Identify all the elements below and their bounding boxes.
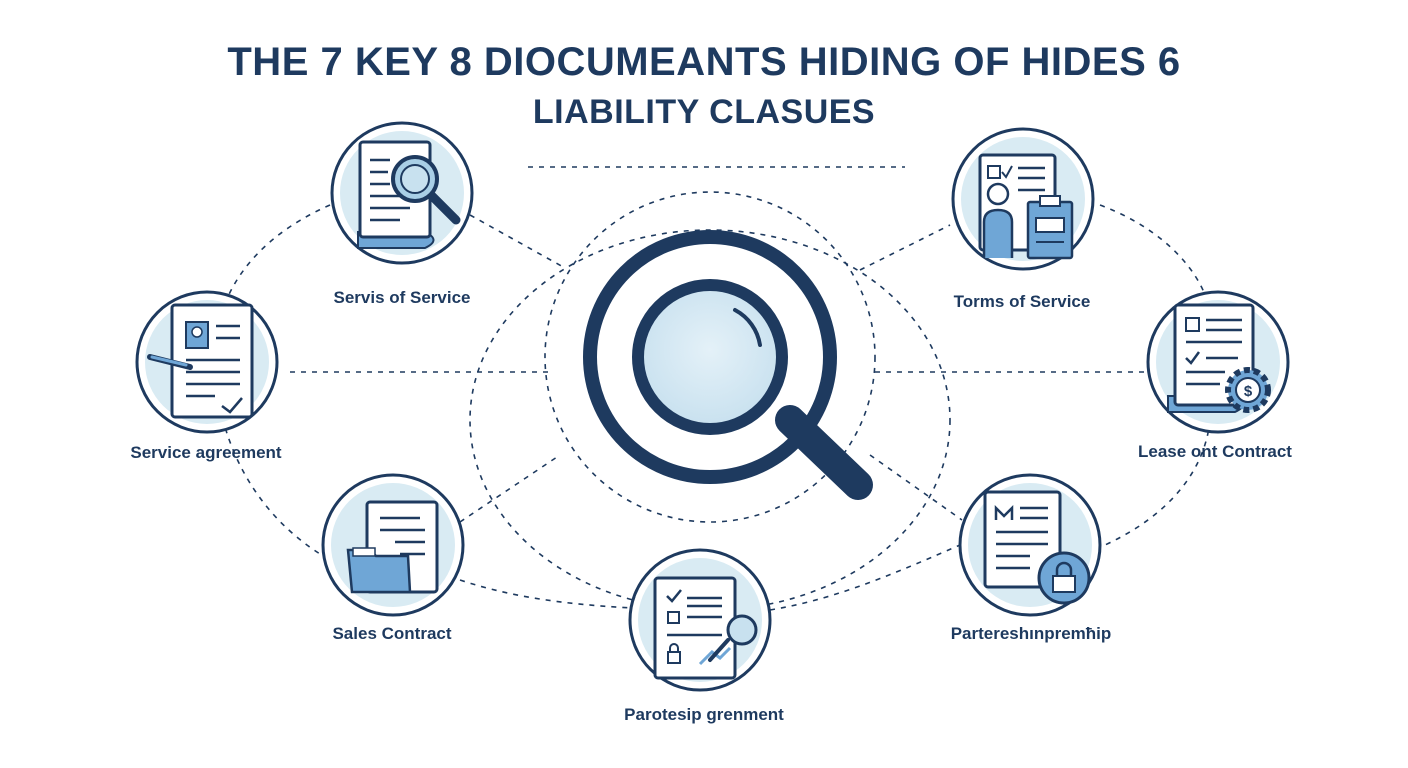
document-folder-icon [346,500,439,594]
connector-top-right [859,224,951,271]
document-lock-icon [983,490,1091,605]
node-right[interactable]: $ [1146,290,1290,434]
node-bottom-left[interactable] [321,473,465,617]
node-label-bottom: Parotesip grenment [624,705,784,724]
connector-lines [213,166,1213,611]
connector-top-left [469,214,566,269]
node-bottom[interactable] [628,548,772,692]
node-label-top-right: Torms of Service [953,292,1091,311]
node-bottom-right[interactable] [958,473,1102,617]
person-clipboard-icon [978,153,1074,260]
connector-bottom-right [869,454,963,521]
node-top-left[interactable] [330,121,474,265]
document-gear-dollar-icon: $ [1167,303,1271,413]
connector-bottom-left [459,454,561,523]
document-search-icon [357,140,461,249]
node-top-right[interactable] [951,127,1095,271]
outer-right-lower-arc [1104,419,1211,546]
magnifying-glass-icon [632,279,873,500]
page-subtitle: LIABILITY CLASUES [532,93,876,131]
checklist-document-icon [653,576,758,680]
node-label-top-left: Servis of Service [333,288,471,307]
node-left[interactable] [135,290,279,434]
node-label-left: Service agreement [130,443,282,462]
node-label-right: Lease ont Contract [1138,442,1292,461]
bottom-right-sweep [769,544,961,611]
page-title: THE 7 KEY 8 DIOCUMEANTS HIDING OF HIDES … [227,40,1181,84]
bottom-left-sweep [459,579,633,609]
outer-left-arc [213,204,331,561]
document-signature-icon [147,303,254,419]
svg-text:$: $ [1244,383,1253,400]
node-label-bottom-left: Sales Contract [332,624,452,643]
inner-orbit-ring [544,191,876,523]
center-magnifier [583,230,873,500]
node-label-bottom-right: Partereshınpremħip [950,624,1112,643]
